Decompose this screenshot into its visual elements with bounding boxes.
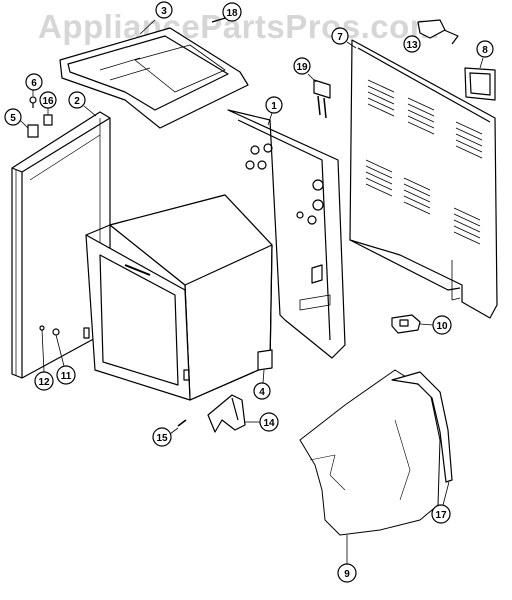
callout-15-label: 15 [156, 433, 168, 444]
callout-8: 8 [476, 40, 494, 69]
callout-6: 6 [25, 73, 43, 96]
callout-10-label: 10 [436, 321, 448, 332]
callout-2-label: 2 [74, 96, 80, 107]
callout-6-label: 6 [31, 78, 37, 89]
callout-4-label: 4 [259, 387, 265, 398]
top-panel-part [59, 27, 249, 129]
callout-4: 4 [253, 369, 271, 400]
bracket-part-4 [257, 349, 273, 371]
callout-14: 14 [245, 412, 279, 432]
callout-18: 18 [222, 2, 242, 22]
callout-12-label: 12 [38, 377, 50, 388]
callout-16: 16 [39, 91, 57, 115]
callout-5-label: 5 [10, 113, 16, 124]
callout-2: 2 [68, 91, 97, 117]
callout-19-label: 19 [296, 62, 308, 73]
hinge-part [207, 394, 246, 433]
callout-9-label: 9 [344, 569, 350, 580]
screw-part-15 [177, 419, 187, 427]
callout-16-label: 16 [42, 96, 54, 107]
callout-11-label: 11 [61, 371, 72, 382]
callout-3-label: 3 [161, 6, 167, 17]
callout-14-label: 14 [263, 418, 275, 429]
callout-8-label: 8 [482, 45, 488, 56]
callout-1-label: 1 [271, 101, 277, 112]
callout-1: 1 [265, 96, 283, 126]
clip-part-13 [417, 19, 459, 45]
callout-15: 15 [152, 427, 179, 447]
seal-strip-part [391, 371, 453, 483]
terminal-block-part [313, 79, 331, 119]
callout-5: 5 [4, 108, 29, 129]
insulation-blanket-part [299, 369, 441, 536]
callout-3: 3 [139, 1, 173, 35]
callout-10: 10 [419, 315, 452, 335]
callout-17: 17 [431, 481, 451, 524]
callout-7-label: 7 [337, 32, 343, 43]
callout-12: 12 [34, 329, 54, 391]
callout-13-label: 13 [406, 40, 418, 51]
callout-18-label: 18 [226, 8, 238, 19]
callout-9: 9 [337, 535, 357, 583]
callout-7: 7 [331, 27, 357, 49]
oven-cavity [83, 194, 273, 401]
callout-17-label: 17 [435, 510, 447, 521]
plate-part-8 [464, 67, 496, 101]
small-hardware [27, 96, 53, 138]
side-panel-part [227, 109, 346, 359]
vent-slots [365, 79, 483, 245]
bracket-part-10 [391, 314, 421, 334]
callout-19: 19 [293, 57, 317, 83]
callout-11: 11 [55, 334, 76, 385]
rear-panel-part [349, 39, 498, 319]
callout-13: 13 [403, 35, 421, 53]
